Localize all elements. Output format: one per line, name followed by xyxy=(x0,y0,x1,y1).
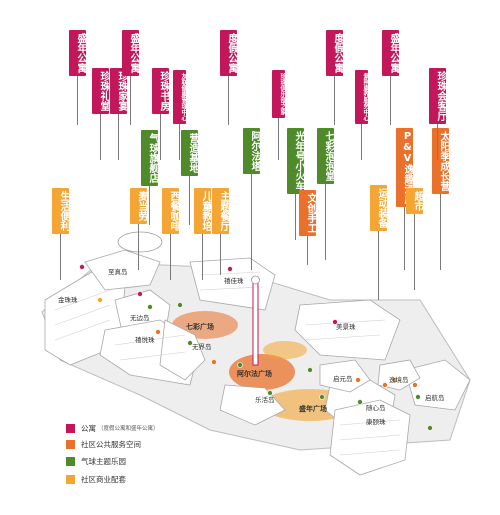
building-zhizhen xyxy=(84,249,161,291)
map-label-shengnian-plaza: 盛年广场 xyxy=(299,405,327,413)
tag-pin-23 xyxy=(378,231,379,300)
tag-pin-0 xyxy=(77,76,78,125)
tag-pin-17 xyxy=(202,234,203,280)
building-qiyuan xyxy=(319,359,371,393)
tag-8: 度假公寓 xyxy=(326,30,343,76)
tag-pin-5 xyxy=(179,124,180,160)
tag-25: 超市 xyxy=(406,188,423,214)
tag-11: 珍珠会客厅 xyxy=(429,68,446,124)
tag-pin-2 xyxy=(118,114,119,160)
tag-pin-1 xyxy=(100,114,101,160)
tag-pin-9 xyxy=(361,124,362,160)
tag-20: 光年号小火车 xyxy=(287,128,304,194)
tag-pin-13 xyxy=(149,186,150,225)
tag-pin-7 xyxy=(278,118,279,160)
tag-23: 运动装备 xyxy=(370,185,387,231)
tag-13: 气球旗舰店 xyxy=(141,130,158,186)
tag-6: 度假公寓 xyxy=(220,30,237,76)
tag-pin-19 xyxy=(251,174,252,270)
tag-5: 友联健康管理中心 xyxy=(173,70,187,124)
legend-label: 公寓 xyxy=(81,423,96,433)
tag-12: 生活便利 xyxy=(52,188,69,234)
map-label-suixin-island: 随心岛 xyxy=(366,404,386,412)
tag-pin-21 xyxy=(325,184,326,260)
tag-2: 珍珠家宴 xyxy=(110,68,127,114)
building-meijing xyxy=(294,299,401,361)
map-label-legou-island: 乐活岛 xyxy=(255,396,275,404)
tag-pin-20 xyxy=(295,194,296,240)
tag-pin-14 xyxy=(138,224,139,270)
tag-19: 阿尔法塔 xyxy=(243,128,260,174)
tag-pin-3 xyxy=(130,76,131,125)
legend-label: 气球主题乐园 xyxy=(81,456,126,466)
legend-swatch xyxy=(66,456,75,466)
balloon-pavilion xyxy=(117,231,163,253)
tag-10: 盛年公寓 xyxy=(382,30,399,76)
tag-pin-6 xyxy=(228,76,229,125)
legend-item: 社区商业配套 xyxy=(66,473,126,485)
tag-pin-8 xyxy=(334,76,335,125)
legend-item: 社区公共服务空间 xyxy=(66,438,141,450)
tag-pin-10 xyxy=(390,76,391,125)
map-label-youlian-tower: 禧佳珠 xyxy=(224,277,244,285)
legend-swatch xyxy=(66,474,75,484)
tag-pin-15 xyxy=(189,176,190,225)
tag-15: 营造基地 xyxy=(181,130,198,176)
alpha-plaza-area xyxy=(229,354,295,390)
legend-label: 社区公共服务空间 xyxy=(81,439,141,449)
building-qihang xyxy=(404,359,471,411)
tag-9: 紫荆康养服务中心 xyxy=(355,70,369,124)
legend-sublabel: （度假公寓和盛年公寓） xyxy=(98,426,159,432)
map-label-xiyue-island: 逸境岛 xyxy=(389,376,409,384)
map-label-kangshou-tower: 康颐珠 xyxy=(366,418,386,426)
tag-pin-24 xyxy=(404,207,405,270)
legend-swatch xyxy=(66,423,75,433)
tag-16: 西餐咖啡 xyxy=(162,188,179,234)
tag-14: 麦当劳 xyxy=(130,188,147,224)
tag-pin-26 xyxy=(440,194,441,270)
tag-pin-11 xyxy=(437,124,438,160)
map-label-jinzhu-tower: 金珠珠 xyxy=(58,296,78,304)
tag-18: 主题餐厅 xyxy=(212,188,229,234)
map-label-wujie-island: 无界岛 xyxy=(192,343,212,351)
tag-4: 珍珠书房 xyxy=(152,68,169,114)
alpha-tower xyxy=(252,279,259,366)
tag-pin-16 xyxy=(170,234,171,280)
building-xiyue-island xyxy=(377,359,421,391)
tag-26: 太阳季成长营 xyxy=(432,128,449,194)
tag-1: 珍珠礼堂 xyxy=(92,68,109,114)
legend-item: 气球主题乐园 xyxy=(66,455,126,467)
tag-17: 儿童教培 xyxy=(194,188,211,234)
legend-label: 社区商业配套 xyxy=(81,474,126,484)
tag-7: 珍珠俱乐部之家 xyxy=(272,70,286,118)
tag-21: 七彩泡泡堂 xyxy=(317,128,334,184)
map-label-qihang-island: 启航岛 xyxy=(425,394,445,402)
tag-pin-4 xyxy=(160,114,161,160)
map-label-qicai-plaza: 七彩广场 xyxy=(186,323,214,331)
tag-22: 文创手工 xyxy=(299,190,316,236)
map-label-xiyue-tower: 禧悦珠 xyxy=(135,336,155,344)
top-plaza-area xyxy=(263,341,307,359)
building-wujie xyxy=(159,319,206,381)
legend-swatch xyxy=(66,439,75,449)
map-label-alpha-plaza: 阿尔法广场 xyxy=(237,370,272,378)
tag-pin-25 xyxy=(414,214,415,290)
tag-0: 盛年公寓 xyxy=(69,30,86,76)
map-label-zhizhen-island: 至真岛 xyxy=(108,268,128,276)
map-label-qiyuan-island: 启元岛 xyxy=(333,375,353,383)
map-label-wubian-island: 无边岛 xyxy=(130,314,150,322)
tag-pin-12 xyxy=(60,234,61,280)
legend-item: 公寓（度假公寓和盛年公寓） xyxy=(66,422,159,434)
map-label-meijing-tower: 美景珠 xyxy=(336,323,356,331)
tag-24: P&V逸趣酒店 xyxy=(396,128,413,207)
tag-pin-22 xyxy=(307,236,308,265)
tag-3: 盛年公寓 xyxy=(122,30,139,76)
tag-pin-18 xyxy=(220,234,221,275)
